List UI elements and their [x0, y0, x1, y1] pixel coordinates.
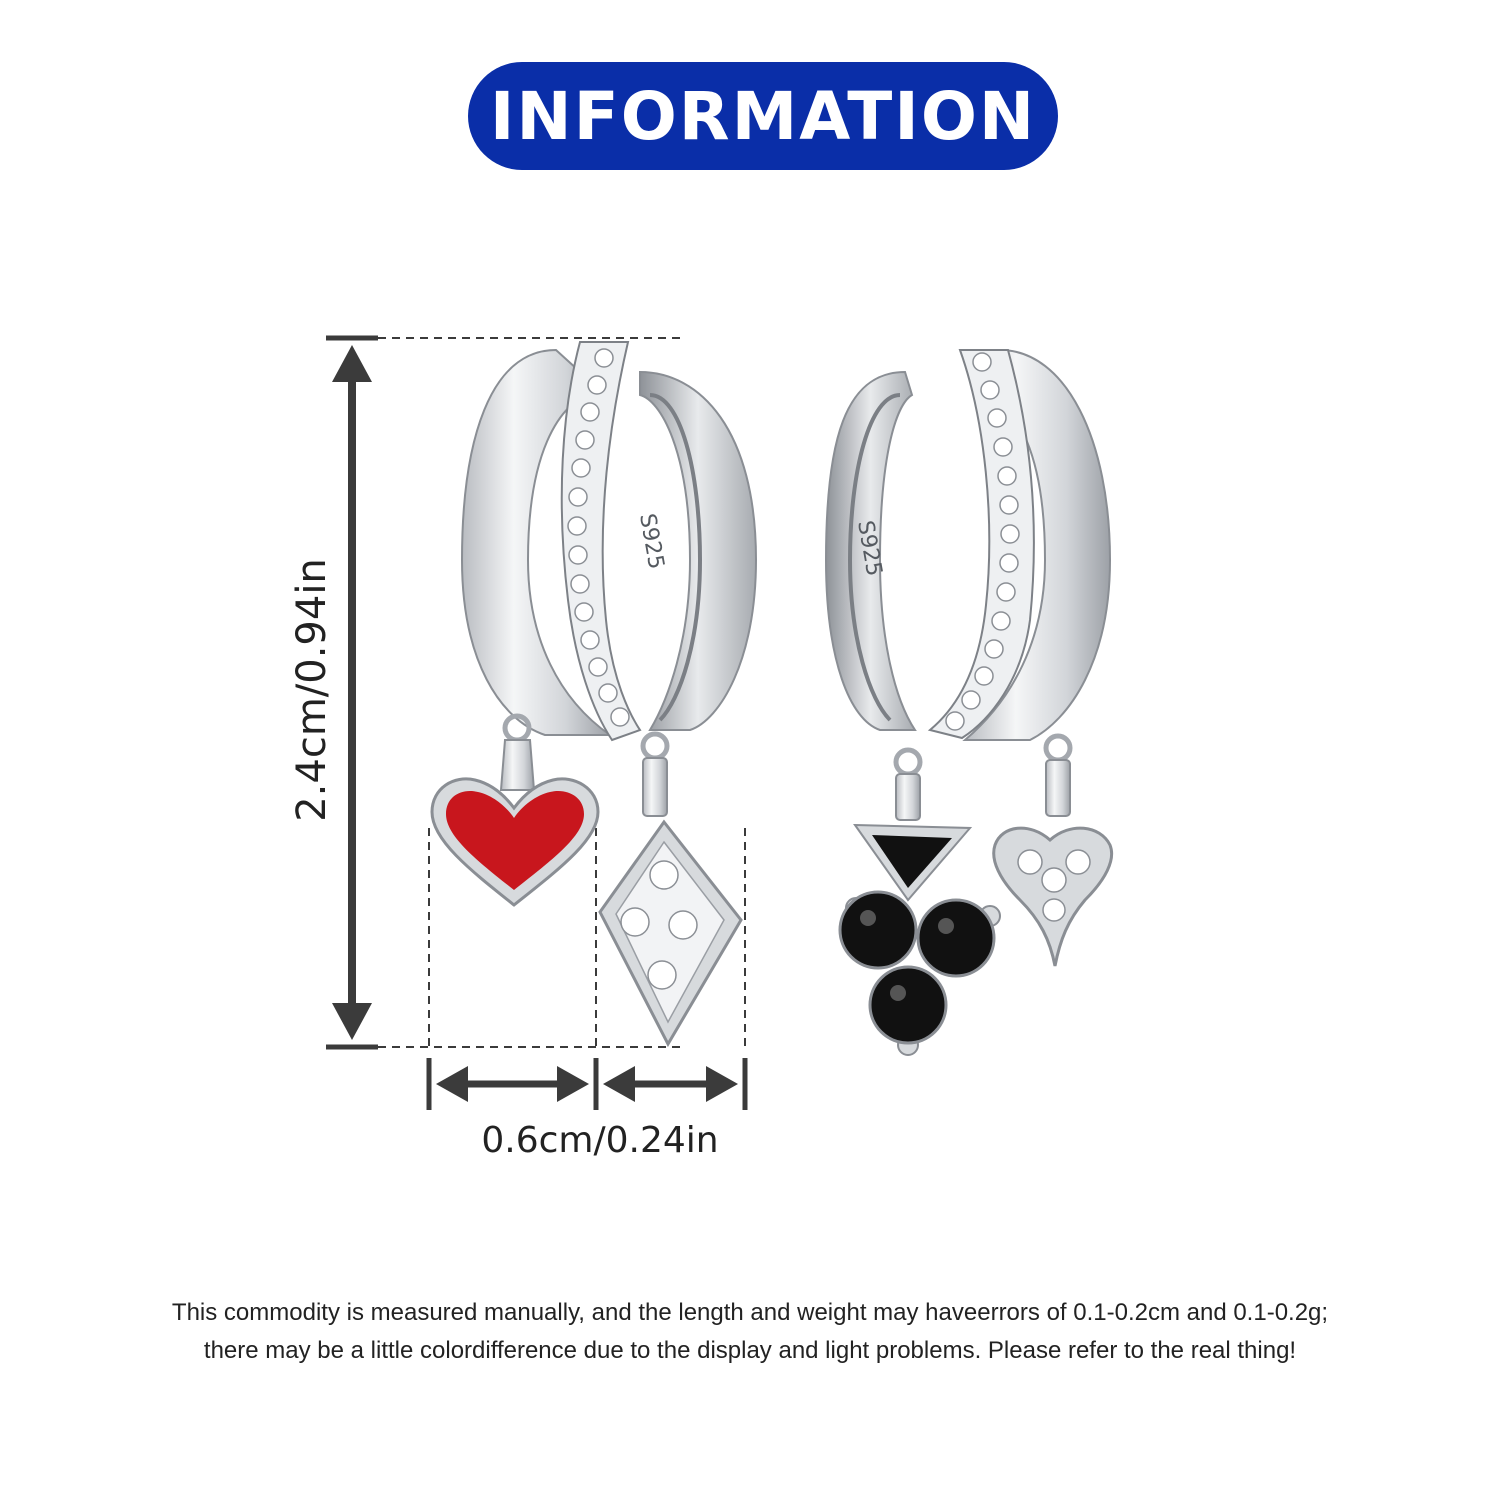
diamond-charm: [598, 731, 743, 1048]
disclaimer-line-1: This commodity is measured manually, and…: [171, 1299, 1329, 1326]
disclaimer-line-2: there may be a little colordifference du…: [203, 1337, 1297, 1364]
information-banner: INFORMATION: [468, 62, 1058, 170]
spade-charm: [992, 733, 1114, 967]
right-earring: S925: [824, 348, 1114, 1056]
banner-title: INFORMATION: [489, 77, 1037, 155]
left-earring: S925: [430, 341, 758, 1048]
measurement-disclaimer: This commodity is measured manually, and…: [60, 1294, 1440, 1370]
club-charm: [838, 747, 1001, 1056]
stamp-left: S925: [634, 512, 668, 571]
width-dimension: [426, 828, 748, 1110]
heart-charm: [430, 713, 600, 907]
width-label: 0.6cm/0.24in: [481, 1120, 719, 1161]
height-dimension: [326, 335, 680, 1050]
height-label: 2.4cm/0.94in: [289, 558, 335, 822]
